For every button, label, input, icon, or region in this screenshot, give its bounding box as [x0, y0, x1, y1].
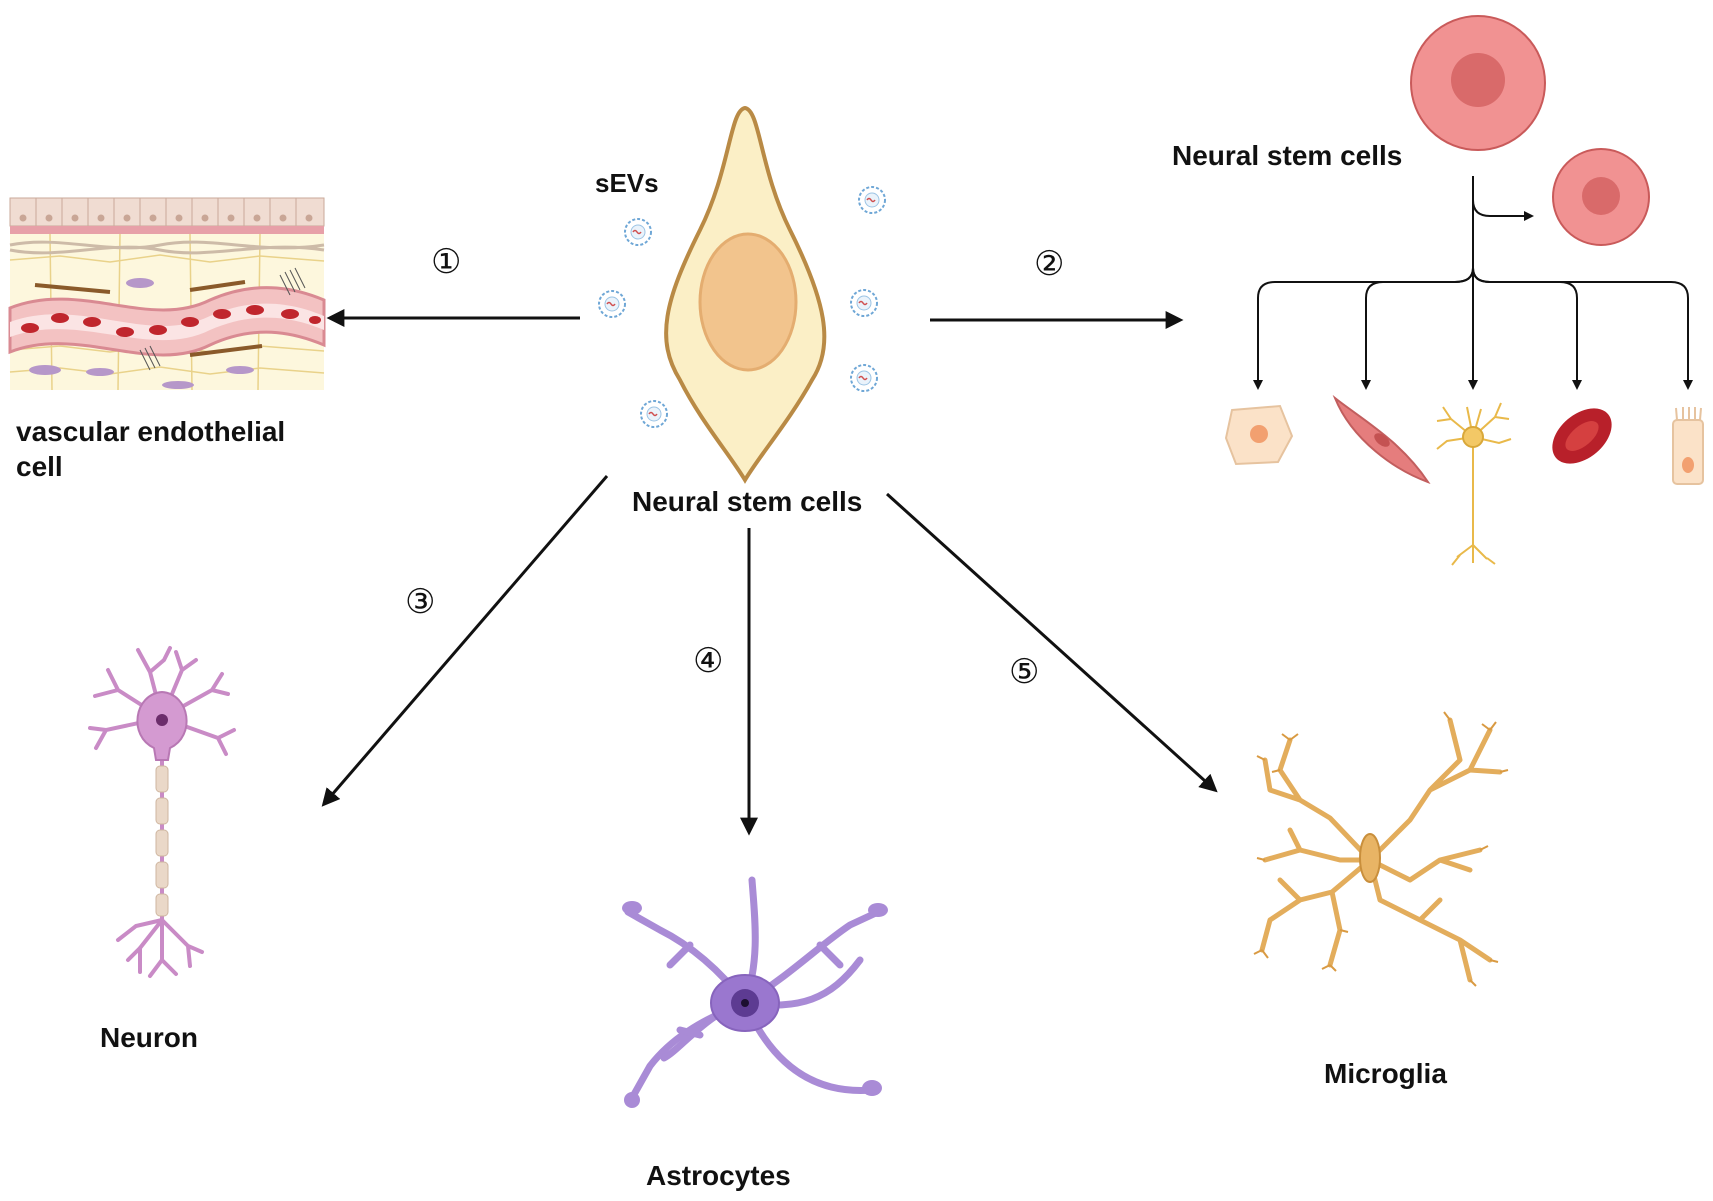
- lineage-tree: [1253, 176, 1693, 390]
- microglia-cell: [1259, 717, 1503, 983]
- neuron-soma: [136, 690, 188, 761]
- arrow-to-microglia: [885, 492, 1218, 793]
- neuron-label: Neuron: [100, 1022, 198, 1053]
- pathway-3-marker: ③: [405, 582, 436, 622]
- nsc-top-right-label: Neural stem cells: [1172, 140, 1403, 171]
- stem-cell-nucleus: [698, 232, 798, 372]
- neuron-myelin: [155, 765, 169, 917]
- sevs-label: sEVs: [595, 168, 659, 198]
- pathway-4-marker: ④: [693, 641, 724, 681]
- astrocytes-label: Astrocytes: [646, 1160, 791, 1191]
- arrow-to-neuron: [321, 475, 609, 807]
- nsc-large-cell: [1410, 15, 1546, 151]
- small-neuron-cell: [1436, 402, 1512, 566]
- oocyte-like-cell: [1224, 404, 1294, 466]
- astrocyte-soma: [710, 974, 780, 1032]
- pathway-2-marker: ②: [1034, 244, 1065, 284]
- epithelial-cell: [1672, 407, 1704, 485]
- differentiated-cells: [1224, 394, 1704, 566]
- microglia-spines: [1253, 711, 1509, 987]
- pathway-1-marker: ①: [431, 242, 462, 282]
- nsc-small-cell: [1552, 148, 1650, 246]
- microglia-label: Microglia: [1324, 1058, 1447, 1089]
- center-neural-stem-cells-label: Neural stem cells: [632, 486, 863, 517]
- vascular-endothelial-label: vascular endothelial cell: [16, 416, 286, 482]
- red-blood-cell: [1552, 408, 1612, 464]
- pathway-5-marker: ⑤: [1009, 652, 1040, 692]
- microglia-soma: [1359, 833, 1381, 883]
- vascular-tissue: [8, 197, 326, 391]
- astrocyte-endfeet: [622, 901, 888, 1108]
- central-stem-cell: [664, 105, 827, 484]
- smooth-muscle-cell: [1332, 394, 1431, 484]
